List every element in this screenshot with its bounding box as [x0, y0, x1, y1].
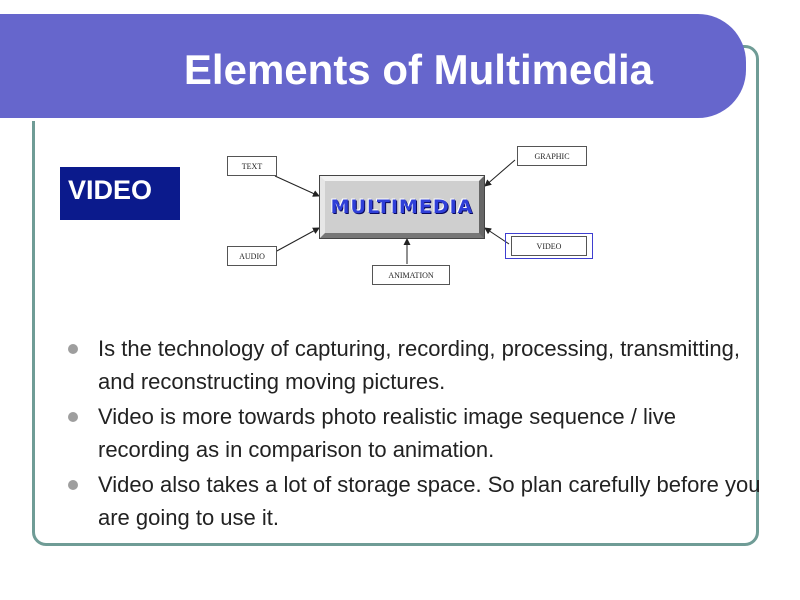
box-audio: AUDIO [227, 246, 277, 266]
hub-label: MULTIMEDIA [330, 196, 474, 218]
diagram-arrows [274, 159, 516, 264]
box-animation: ANIMATION [372, 265, 450, 285]
box-video: VIDEO [511, 236, 587, 256]
topic-badge: VIDEO [60, 167, 180, 220]
arrow-graphic [484, 159, 516, 187]
arrow-audio [274, 227, 320, 253]
bullet-dot-icon [68, 480, 78, 490]
bullet-list: Is the technology of capturing, recordin… [68, 333, 768, 537]
bullet-text: Video is more towards photo realistic im… [98, 404, 677, 462]
slide-title: Elements of Multimedia [183, 46, 653, 93]
title-band: Elements of Multimedia [0, 14, 746, 121]
video-highlight-box [505, 233, 593, 259]
bullet-text: Is the technology of capturing, recordin… [98, 336, 741, 394]
bullet-item: Is the technology of capturing, recordin… [68, 333, 768, 398]
multimedia-diagram: TEXT GRAPHIC AUDIO VIDEO ANIMATION MULTI… [215, 140, 615, 295]
box-text: TEXT [227, 156, 277, 176]
bullet-item: Video is more towards photo realistic im… [68, 401, 768, 466]
arrow-text [274, 175, 320, 197]
slide-frame [32, 45, 759, 546]
hub-box: MULTIMEDIA [319, 175, 485, 239]
bullet-dot-icon [68, 344, 78, 354]
bullet-text: Video also takes a lot of storage space.… [98, 472, 761, 530]
box-graphic: GRAPHIC [517, 146, 587, 166]
bullet-dot-icon [68, 412, 78, 422]
bullet-item: Video also takes a lot of storage space.… [68, 469, 768, 534]
title-underline [0, 118, 710, 121]
